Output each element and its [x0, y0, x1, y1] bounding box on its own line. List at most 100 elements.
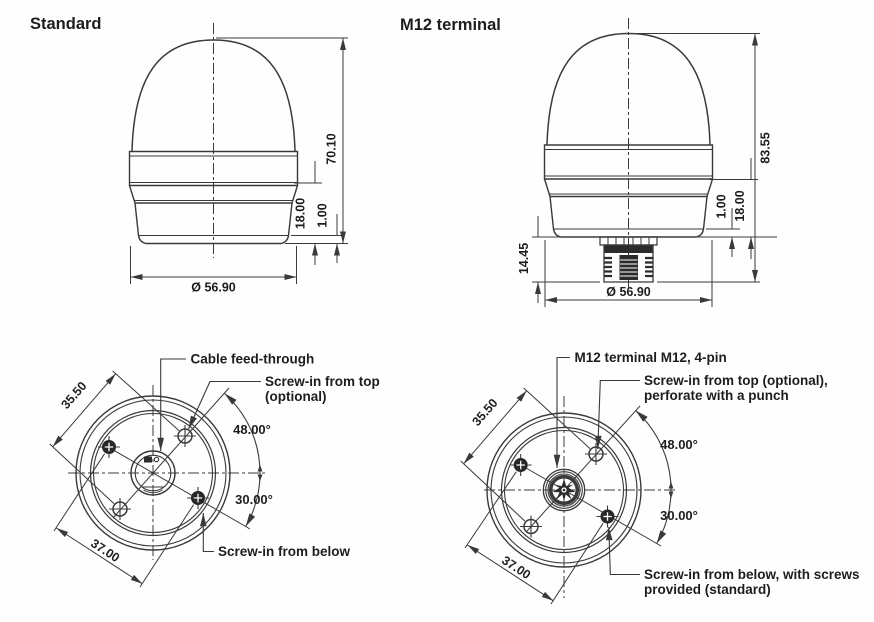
m12-side-view: 83.55 18.00 1.00 14.45 Ø 56.90 [517, 18, 777, 307]
dim-18-00: 18.00 [294, 198, 308, 229]
leader-line [605, 526, 640, 576]
boss-inner [547, 473, 581, 507]
m12-socket [542, 468, 586, 512]
label-line2: provided (standard) [644, 582, 771, 597]
inner-circle [500, 426, 628, 554]
dim-text: 35.50 [58, 379, 89, 412]
angle-48: 48.00° [233, 422, 271, 437]
feed-detail-circle [153, 456, 160, 463]
thread-ring [548, 474, 580, 506]
m12-dim-base-height: 18.00 [709, 158, 758, 259]
standard-side-view: 70.10 18.00 1.00 Ø 56.90 [128, 23, 349, 295]
neck-hatch [607, 237, 650, 245]
dim-diameter-56-90: Ø 56.90 [606, 285, 651, 299]
angle-dimension: 48.00° 30.00° [224, 393, 273, 527]
extension-lines [464, 471, 604, 605]
standard-dim-lip: 1.00 [291, 203, 344, 263]
m12-dim-lip: 1.00 [706, 194, 740, 257]
angle-30: 30.00° [235, 492, 273, 507]
label-line2: (optional) [265, 389, 326, 404]
label: Cable feed-through [191, 352, 315, 367]
label: M12 terminal M12, 4-pin [575, 350, 727, 365]
m12-bottom-view: 48.00° 30.00° 35.50 37.00 M12 terminal M… [460, 350, 860, 605]
dim-35-50: 35.50 [49, 370, 180, 504]
dim-1-00: 1.00 [316, 203, 330, 227]
callout-cable-feed-through: Cable feed-through [157, 352, 315, 451]
boss-mid [545, 471, 583, 509]
m12-dim-diameter: Ø 56.90 [544, 240, 713, 307]
screw-circle [523, 518, 539, 535]
dim-18-00: 18.00 [733, 190, 747, 221]
screw-circle [177, 428, 193, 444]
dim-diameter-56-90: Ø 56.90 [191, 281, 236, 295]
callout-screw-in-from-top: Screw-in from top (optional), perforate … [594, 373, 828, 450]
screw-hole-bottom-left [520, 515, 542, 538]
arc-tick-lower [257, 474, 263, 482]
dim-70-10: 70.10 [325, 133, 339, 164]
hole-outer [130, 450, 176, 496]
hole-inner [134, 454, 172, 492]
angle-dimension: 48.00° 30.00° [635, 410, 698, 544]
dimension-line [467, 544, 554, 602]
bottom-flange [137, 235, 290, 245]
callout-m12-terminal: M12 terminal M12, 4-pin [553, 350, 727, 468]
connector-threads [604, 256, 653, 278]
screw-slot [193, 493, 203, 503]
lens-ring-lines [130, 155, 297, 183]
callout-screw-in-from-below: Screw-in from below [200, 513, 351, 559]
cable-feed-through-hole [130, 450, 176, 496]
extension-lines [49, 370, 180, 504]
label: Screw-in from below [218, 544, 351, 559]
angle-arc [635, 410, 672, 544]
leader-line [187, 380, 261, 430]
taper-section [543, 178, 714, 198]
center-mark [150, 470, 156, 476]
dimension-line [463, 390, 528, 465]
leader-line [200, 513, 214, 553]
dim-37-00: 37.00 [53, 453, 195, 588]
inner-circle [89, 409, 217, 537]
dim-14-45: 14.45 [517, 243, 531, 274]
pin-center-dot [562, 488, 566, 492]
screw-hole-bottom-right-filled [596, 505, 619, 528]
standard-dim-base-height: 18.00 [294, 161, 323, 265]
angle-30: 30.00° [660, 508, 698, 523]
arc-tick-upper [257, 464, 263, 472]
screw-hole-bottom-right-filled [187, 487, 209, 509]
taper-section [128, 185, 299, 204]
angle-48: 48.00° [660, 437, 698, 452]
hole-chord [142, 486, 164, 494]
dimension-line [52, 373, 117, 448]
boss-outer [542, 468, 586, 512]
feed-detail [144, 456, 152, 463]
screw-slot [603, 512, 612, 521]
extension-lines [631, 33, 760, 283]
dome-outline [131, 39, 296, 152]
label-line1: Screw-in from top (optional), [644, 373, 828, 388]
m12-dim-connector-height: 14.45 [517, 216, 600, 303]
screw-hole-top-left-filled [509, 454, 532, 476]
callout-screw-in-from-top: Screw-in from top (optional) [187, 374, 380, 430]
m12-title: M12 terminal [400, 16, 501, 34]
dimension-line [56, 527, 143, 585]
leader-line [553, 356, 570, 468]
callout-screw-in-from-below: Screw-in from below, with screws provide… [605, 526, 860, 597]
screw-hole-top-left-filled [98, 436, 120, 458]
inner-circle-2 [92, 412, 214, 534]
screw-hole-top-right [174, 425, 196, 447]
knurl-lines [620, 259, 638, 277]
leader-line [157, 358, 186, 451]
base-sides [134, 202, 293, 236]
leader-line [594, 379, 640, 450]
extension-lines [544, 240, 713, 307]
label-line1: Screw-in from top [265, 374, 380, 389]
connector-collar [604, 245, 653, 253]
dim-1-00: 1.00 [715, 194, 729, 218]
label-line1: Screw-in from below, with screws [644, 567, 860, 582]
screw-hole-bottom-left [109, 498, 131, 520]
label-line2: perforate with a punch [644, 388, 789, 403]
extension-lines [53, 453, 195, 588]
dome-outline [546, 32, 711, 146]
standard-dim-diameter: Ø 56.90 [130, 246, 297, 295]
